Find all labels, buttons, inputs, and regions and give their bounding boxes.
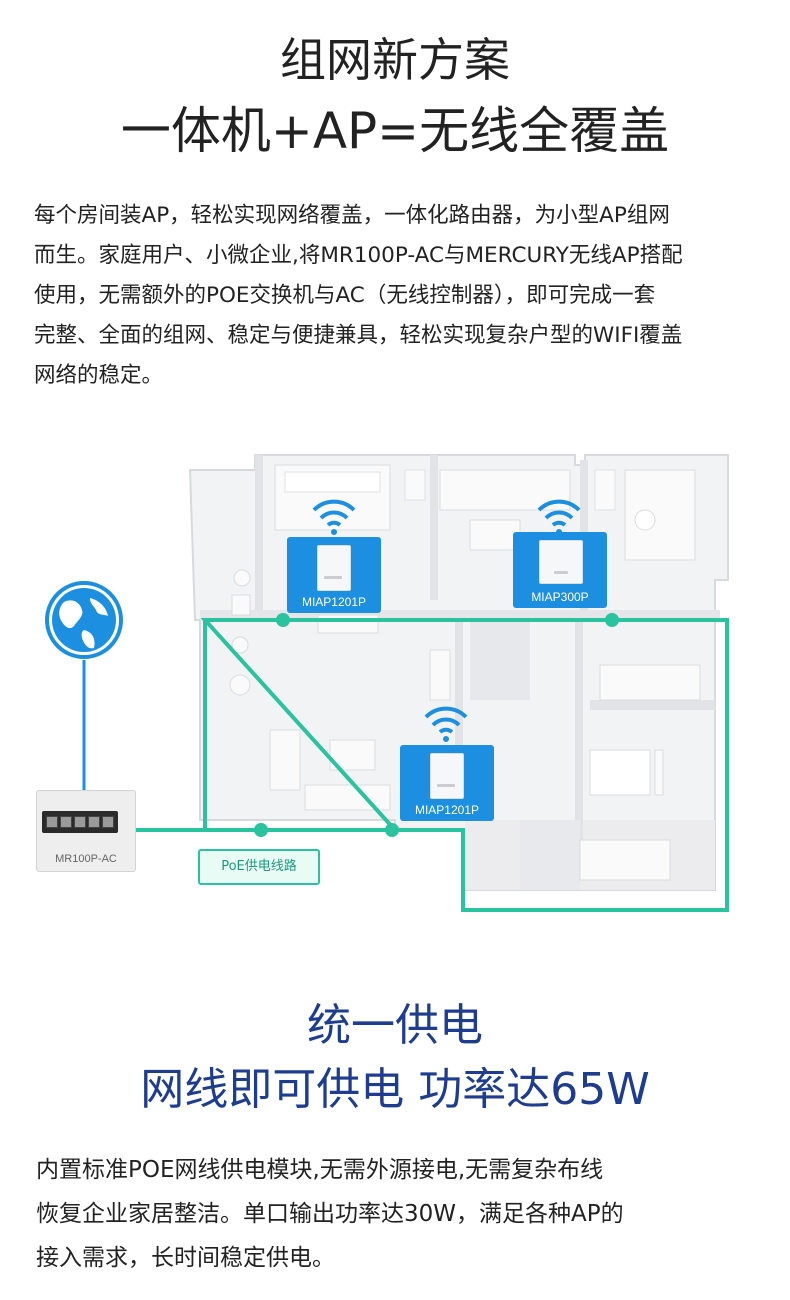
router-body (42, 811, 118, 833)
intro-line: 而生。家庭用户、小微企业,将MR100P-AC与MERCURY无线AP搭配 (34, 243, 683, 268)
intro-line: 使用，无需额外的POE交换机与AC（无线控制器），即可完成一套 (34, 283, 656, 308)
intro-line: 每个房间装AP，轻松实现网络覆盖，一体化路由器，为小型AP组网 (34, 203, 670, 228)
intro-line: 完整、全面的组网、稳定与便捷兼具，轻松实现复杂户型的WIFI覆盖 (34, 323, 683, 348)
floor-plan (188, 454, 729, 891)
intro-line: 网络的稳定。 (34, 363, 164, 388)
ap-device-card: MIAP1201P (400, 745, 494, 821)
router-label: MR100P-AC (55, 853, 117, 865)
description-line: 内置标准POE网线供电模块,无需外源接电,无需复杂布线 (36, 1157, 604, 1183)
ap-device-icon (430, 753, 464, 799)
router-device: MR100P-AC (36, 790, 136, 872)
connection-dot (605, 613, 619, 627)
page-title: 组网新方案 (280, 33, 510, 87)
network-diagram: MIAP1201P MIAP300P MIAP1201P MR100P-AC P… (0, 430, 790, 930)
intro-paragraph: 每个房间装AP，轻松实现网络覆盖，一体化路由器，为小型AP组网 而生。家庭用户、… (34, 196, 779, 396)
section-title: 统一供电 (307, 1000, 483, 1051)
connection-dot (276, 613, 290, 627)
ap-label: MIAP1201P (301, 595, 367, 609)
page-subtitle: 一体机+AP=无线全覆盖 (120, 102, 670, 160)
ap-device-icon (539, 540, 583, 584)
ap-device-card: MIAP300P (513, 532, 607, 608)
ap-label: MIAP1201P (414, 803, 480, 817)
section-description: 内置标准POE网线供电模块,无需外源接电,无需复杂布线 恢复企业家居整洁。单口输… (36, 1148, 781, 1280)
poe-line-label: PoE供电线路 (198, 849, 320, 885)
description-line: 接入需求，长时间稳定供电。 (36, 1245, 335, 1271)
connection-dot (254, 823, 268, 837)
ap-device-icon (317, 545, 351, 591)
wifi-icon (424, 706, 468, 742)
wifi-icon (312, 499, 356, 535)
connection-dot (385, 823, 399, 837)
ap-label: MIAP300P (531, 590, 589, 604)
ap-device-card: MIAP1201P (287, 537, 381, 613)
description-line: 恢复企业家居整洁。单口输出功率达30W，满足各种AP的 (36, 1201, 624, 1227)
section-subtitle: 网线即可供电 功率达65W (140, 1064, 650, 1115)
globe-icon (45, 581, 123, 659)
